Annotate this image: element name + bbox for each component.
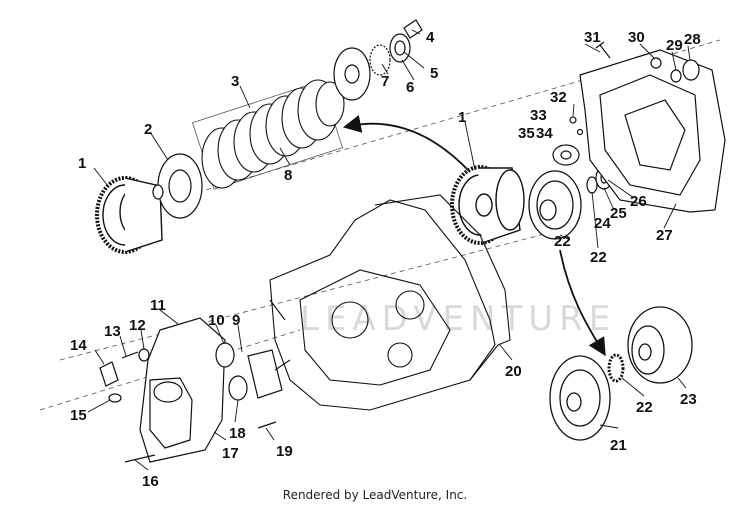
oil-pump-drive <box>552 116 584 166</box>
callout-26: 26 <box>630 193 647 210</box>
callout-30: 30 <box>628 29 645 46</box>
callout-34: 34 <box>536 125 553 142</box>
callout-13: 13 <box>104 323 121 340</box>
callout-23: 23 <box>680 391 697 408</box>
callout-19: 19 <box>276 443 293 460</box>
callout-33: 33 <box>530 107 547 124</box>
callout-35: 35 <box>518 125 535 142</box>
callout-31: 31 <box>584 29 601 46</box>
clutch-plate-stack <box>192 79 345 190</box>
callout-6: 6 <box>406 79 414 96</box>
callout-32: 32 <box>550 89 567 106</box>
callout-11: 11 <box>150 297 166 314</box>
callout-22-lower: 22 <box>636 399 653 416</box>
footer-credit: Rendered by LeadVenture, Inc. <box>282 488 468 502</box>
leader-lines <box>87 29 691 471</box>
callout-21: 21 <box>610 437 627 454</box>
watermark-text: LEADVENTURE <box>300 299 616 339</box>
callout-1-left: 1 <box>78 155 86 172</box>
starter-clutch-drum-upper <box>528 170 582 240</box>
callout-7: 7 <box>381 73 389 90</box>
callout-9: 9 <box>232 312 240 329</box>
crankcase-gasket <box>374 194 511 381</box>
clutch-basket-right <box>450 165 525 245</box>
callout-18: 18 <box>229 425 246 442</box>
cover-fasteners <box>595 41 700 83</box>
callout-22-upper: 22 <box>590 249 607 266</box>
callout-12: 12 <box>129 317 146 334</box>
assembly-arrow-down <box>559 249 606 357</box>
callout-22-mid: 22 <box>554 233 571 250</box>
crankcase <box>269 199 496 411</box>
callout-20: 20 <box>505 363 522 380</box>
callout-16: 16 <box>142 473 159 490</box>
callout-25: 25 <box>610 205 627 222</box>
callout-29: 29 <box>666 37 683 54</box>
callout-10: 10 <box>208 312 225 329</box>
callout-3: 3 <box>231 73 239 90</box>
pressure-plate <box>152 153 203 219</box>
callout-8: 8 <box>284 167 292 184</box>
callout-24: 24 <box>594 215 611 232</box>
callout-28: 28 <box>684 31 701 48</box>
callout-17: 17 <box>222 445 239 462</box>
starter-clutch-lower-group <box>549 306 693 441</box>
callout-2: 2 <box>144 121 152 138</box>
clutch-hub-group <box>333 19 423 101</box>
callout-1-right: 1 <box>458 109 466 126</box>
callout-14: 14 <box>70 337 87 354</box>
callout-4: 4 <box>426 29 435 46</box>
right-side-cover <box>579 49 726 213</box>
callout-27: 27 <box>656 227 673 244</box>
clutch-basket-left <box>95 176 163 254</box>
left-cover-assembly <box>99 317 283 463</box>
callout-15: 15 <box>70 407 87 424</box>
assembly-arrow-top <box>342 115 471 173</box>
callout-5: 5 <box>430 65 438 82</box>
